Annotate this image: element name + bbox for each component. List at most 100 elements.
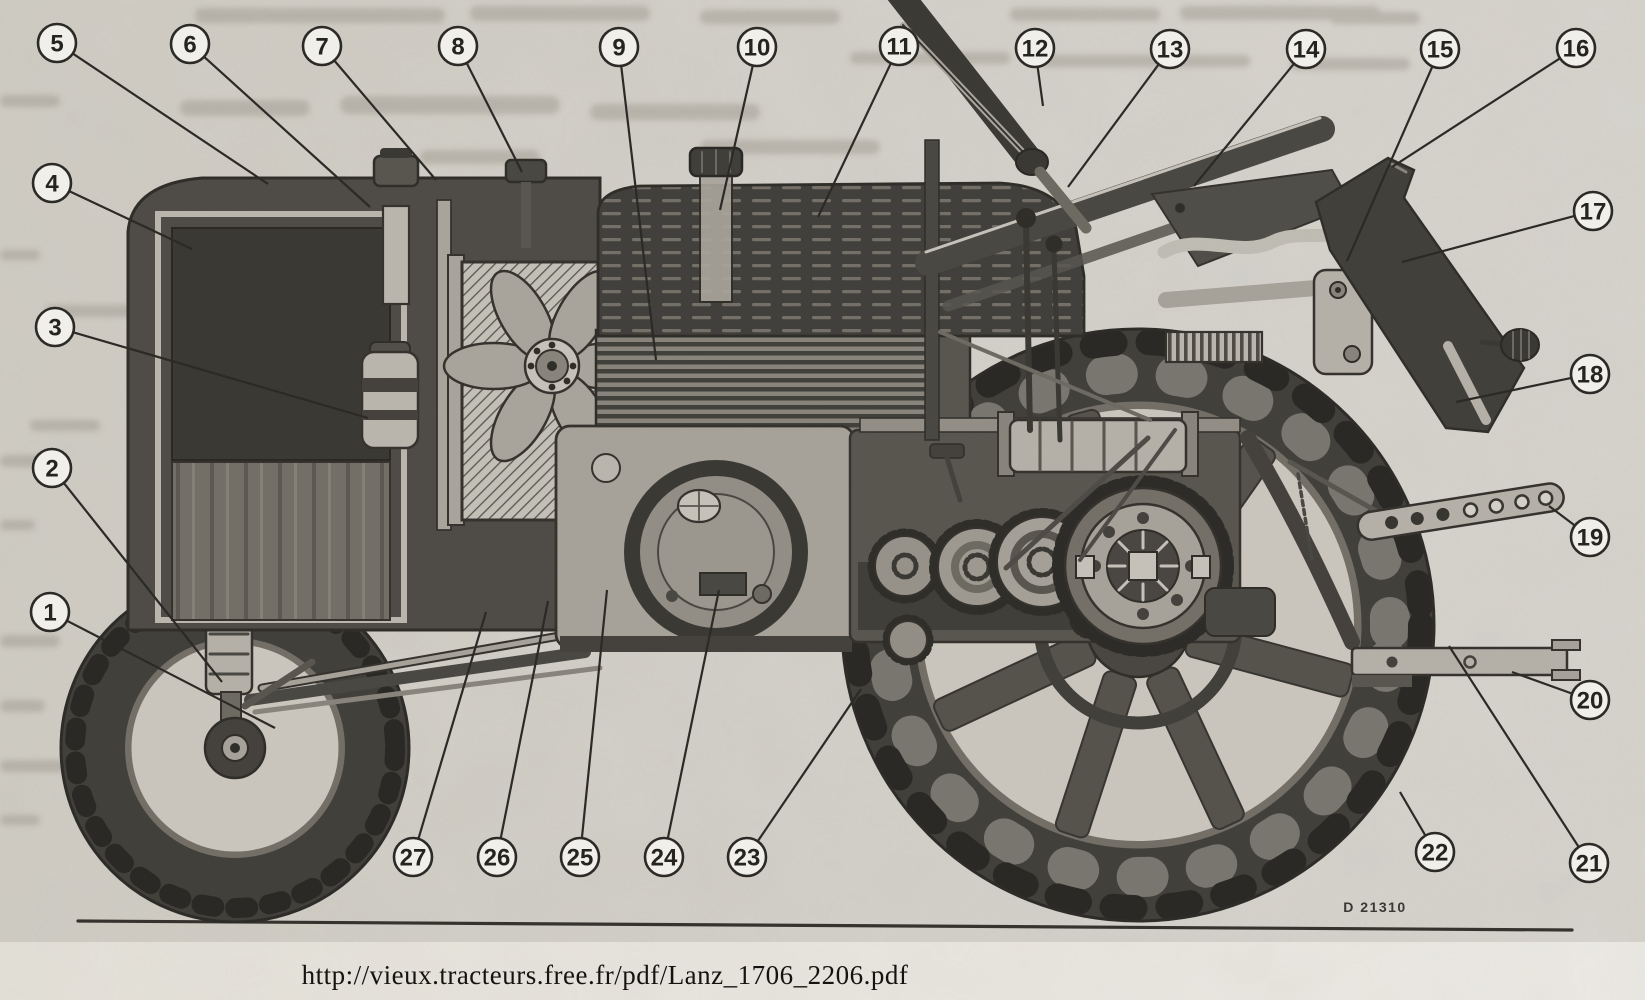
leader-line-4: [68, 190, 193, 250]
callout-number-3: 3: [48, 315, 61, 342]
callout-24: 24: [643, 589, 721, 878]
drawing-number: D 21310: [1343, 899, 1406, 915]
callout-number-11: 11: [886, 34, 911, 61]
callout-marker-10: [736, 26, 778, 68]
callout-5: 5: [36, 22, 269, 185]
callout-number-12: 12: [1022, 36, 1049, 63]
leader-line-20: [1511, 670, 1573, 695]
callout-15: 15: [1345, 28, 1461, 262]
leader-line-7: [333, 59, 437, 181]
callout-marker-8: [437, 25, 479, 67]
callout-number-14: 14: [1293, 37, 1320, 64]
callout-marker-12: [1014, 27, 1056, 69]
callout-number-24: 24: [651, 845, 678, 872]
callout-number-15: 15: [1427, 37, 1454, 64]
leader-line-9: [620, 65, 658, 361]
callout-1: 1: [29, 591, 276, 729]
callout-number-20: 20: [1577, 688, 1604, 715]
callout-number-16: 16: [1563, 36, 1590, 63]
callout-marker-19: [1569, 516, 1611, 558]
callout-6: 6: [169, 23, 371, 208]
leader-line-11: [817, 62, 892, 218]
callout-13: 13: [1067, 28, 1191, 188]
callout-marker-26: [476, 836, 518, 878]
callout-14: 14: [1193, 28, 1327, 187]
callout-marker-23: [726, 836, 768, 878]
caption-url: http://vieux.tracteurs.free.fr/pdf/Lanz_…: [302, 960, 909, 990]
callout-number-9: 9: [612, 35, 625, 62]
callout-number-8: 8: [451, 34, 464, 61]
callout-number-27: 27: [400, 845, 427, 872]
callout-8: 8: [437, 25, 523, 173]
callout-marker-18: [1569, 353, 1611, 395]
callout-19: 19: [1548, 505, 1611, 558]
leader-line-6: [203, 55, 371, 208]
callout-marker-16: [1555, 27, 1597, 69]
leader-line-23: [756, 688, 862, 842]
leader-line-15: [1345, 65, 1434, 262]
callout-marker-6: [169, 23, 211, 65]
leader-line-17: [1401, 214, 1575, 264]
callout-number-13: 13: [1157, 37, 1184, 64]
callout-marker-20: [1569, 679, 1611, 721]
callout-marker-21: [1568, 842, 1610, 884]
callout-number-19: 19: [1577, 525, 1604, 552]
callout-number-4: 4: [45, 171, 59, 198]
callout-marker-14: [1285, 28, 1327, 70]
callout-number-26: 26: [484, 845, 511, 872]
callout-10: 10: [718, 26, 778, 211]
callout-marker-3: [34, 306, 76, 348]
callout-22: 22: [1399, 791, 1456, 873]
callout-marker-13: [1149, 28, 1191, 70]
callout-number-18: 18: [1577, 362, 1604, 389]
callout-number-2: 2: [45, 456, 58, 483]
callout-9: 9: [598, 26, 658, 361]
leader-line-13: [1067, 63, 1160, 188]
callout-12: 12: [1014, 27, 1056, 107]
callout-marker-11: [878, 25, 920, 67]
leader-line-12: [1036, 66, 1045, 107]
callout-7: 7: [301, 25, 437, 181]
leader-line-19: [1548, 505, 1576, 527]
callout-16: 16: [1391, 27, 1597, 168]
callout-number-21: 21: [1576, 851, 1603, 878]
callout-marker-15: [1419, 28, 1461, 70]
callout-23: 23: [726, 688, 862, 878]
callout-27: 27: [392, 611, 488, 878]
callout-26: 26: [476, 600, 550, 878]
callout-marker-1: [29, 591, 71, 633]
leader-line-3: [72, 331, 369, 420]
callout-number-6: 6: [183, 32, 196, 59]
callout-marker-2: [31, 447, 73, 489]
leader-line-18: [1455, 376, 1572, 404]
callout-marker-7: [301, 25, 343, 67]
callout-marker-27: [392, 836, 434, 878]
leader-line-25: [580, 589, 609, 839]
callout-20: 20: [1511, 670, 1611, 721]
leader-line-14: [1193, 63, 1295, 187]
leader-line-5: [72, 52, 269, 185]
leader-line-26: [499, 600, 550, 839]
scan-grain: [0, 0, 1645, 942]
leader-line-8: [465, 62, 523, 173]
callout-18: 18: [1455, 353, 1611, 404]
callout-marker-17: [1572, 190, 1614, 232]
leader-line-16: [1391, 57, 1561, 168]
callout-number-10: 10: [744, 35, 771, 62]
leader-line-24: [666, 589, 721, 839]
leader-line-1: [66, 619, 276, 729]
callout-number-22: 22: [1422, 840, 1449, 867]
callout-marker-25: [559, 836, 601, 878]
callout-marker-9: [598, 26, 640, 68]
leader-line-22: [1399, 791, 1427, 837]
callout-marker-24: [643, 836, 685, 878]
callout-number-7: 7: [315, 34, 328, 61]
callout-2: 2: [31, 447, 223, 683]
callout-number-17: 17: [1580, 199, 1607, 226]
callout-marker-5: [36, 22, 78, 64]
leader-line-10: [718, 65, 754, 211]
callout-marker-22: [1414, 831, 1456, 873]
